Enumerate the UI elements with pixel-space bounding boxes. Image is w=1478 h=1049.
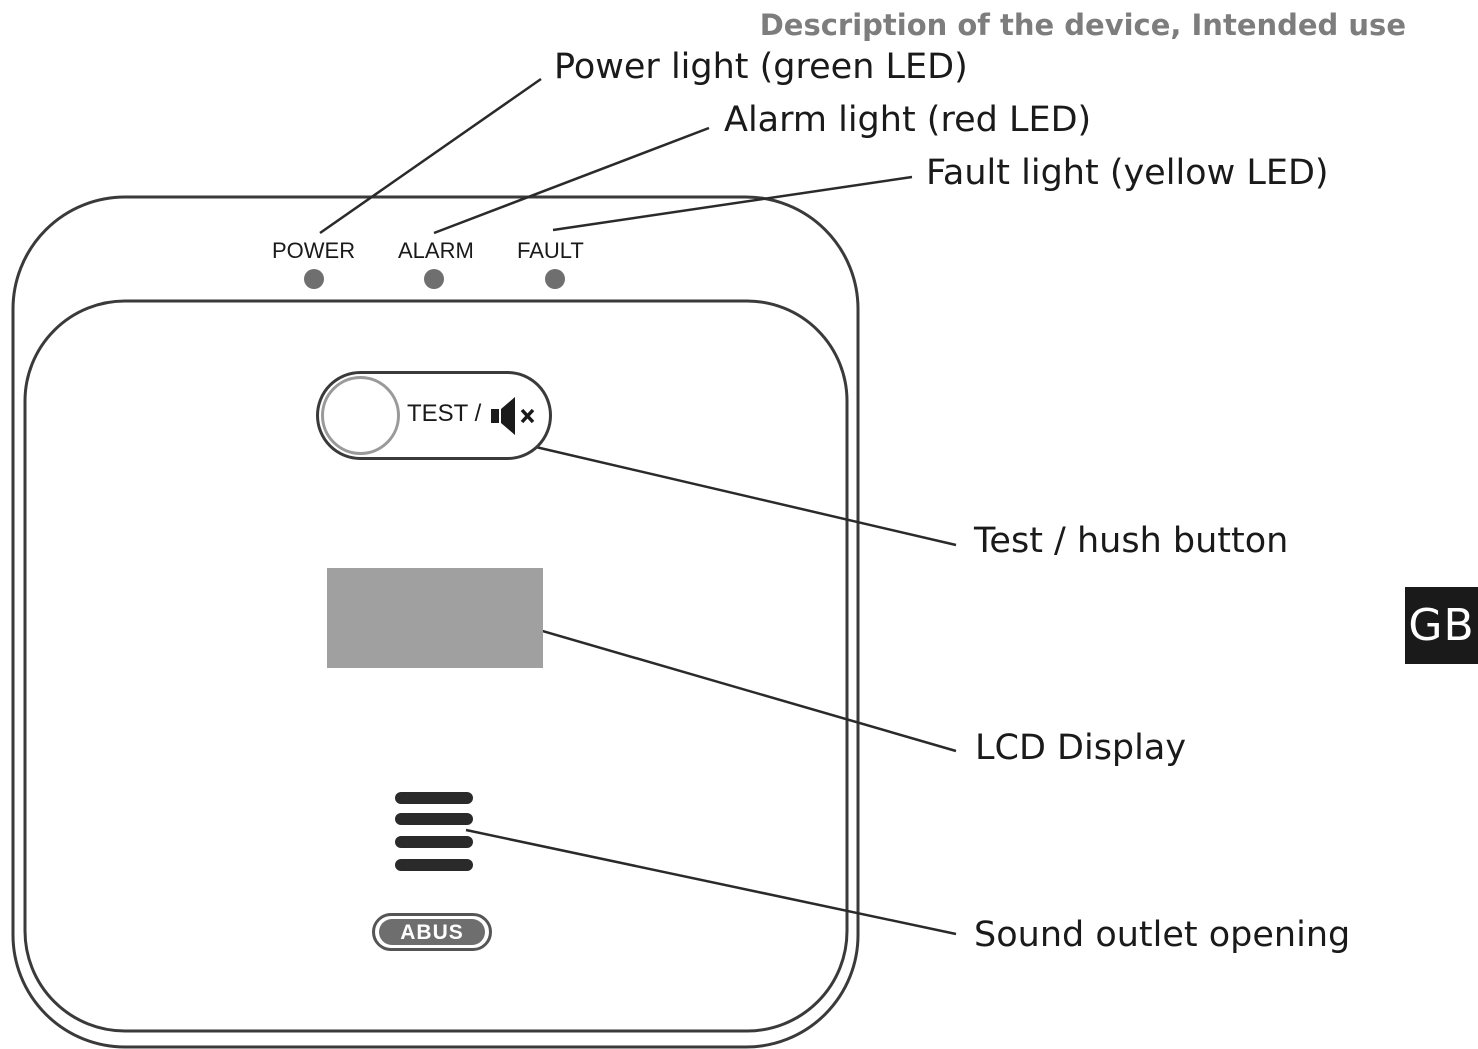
speaker-mute-icon [491,397,535,435]
brand-logo: ABUS [372,913,492,951]
leader-test-button [509,439,957,547]
fault-led-label: FAULT [517,238,584,263]
alarm-led [424,269,444,289]
callout-lcd-display: LCD Display [975,728,1187,768]
lcd-display [327,568,543,668]
leader-sound-outlet [465,828,957,936]
test-button-label: TEST / [407,400,482,427]
brand-logo-text: ABUS [379,919,485,945]
power-led-label: POWER [272,238,356,263]
callout-test-hush-button: Test / hush button [974,521,1289,561]
callout-power-light: Power light (green LED) [554,47,968,87]
callout-fault-light: Fault light (yellow LED) [926,153,1329,193]
sound-outlet-slots [395,792,473,871]
power-led [304,269,324,289]
callout-sound-outlet: Sound outlet opening [974,915,1351,955]
alarm-led-label: ALARM [398,238,474,263]
callout-alarm-light: Alarm light (red LED) [724,100,1092,140]
test-hush-button[interactable]: TEST / [316,371,552,460]
leader-fault [552,175,913,232]
fault-led [545,269,565,289]
language-tab: GB [1405,587,1478,664]
leader-power [319,77,542,235]
test-button-knob [321,376,400,455]
leader-alarm [433,126,710,235]
page-title: Description of the device, Intended use [759,8,1406,42]
